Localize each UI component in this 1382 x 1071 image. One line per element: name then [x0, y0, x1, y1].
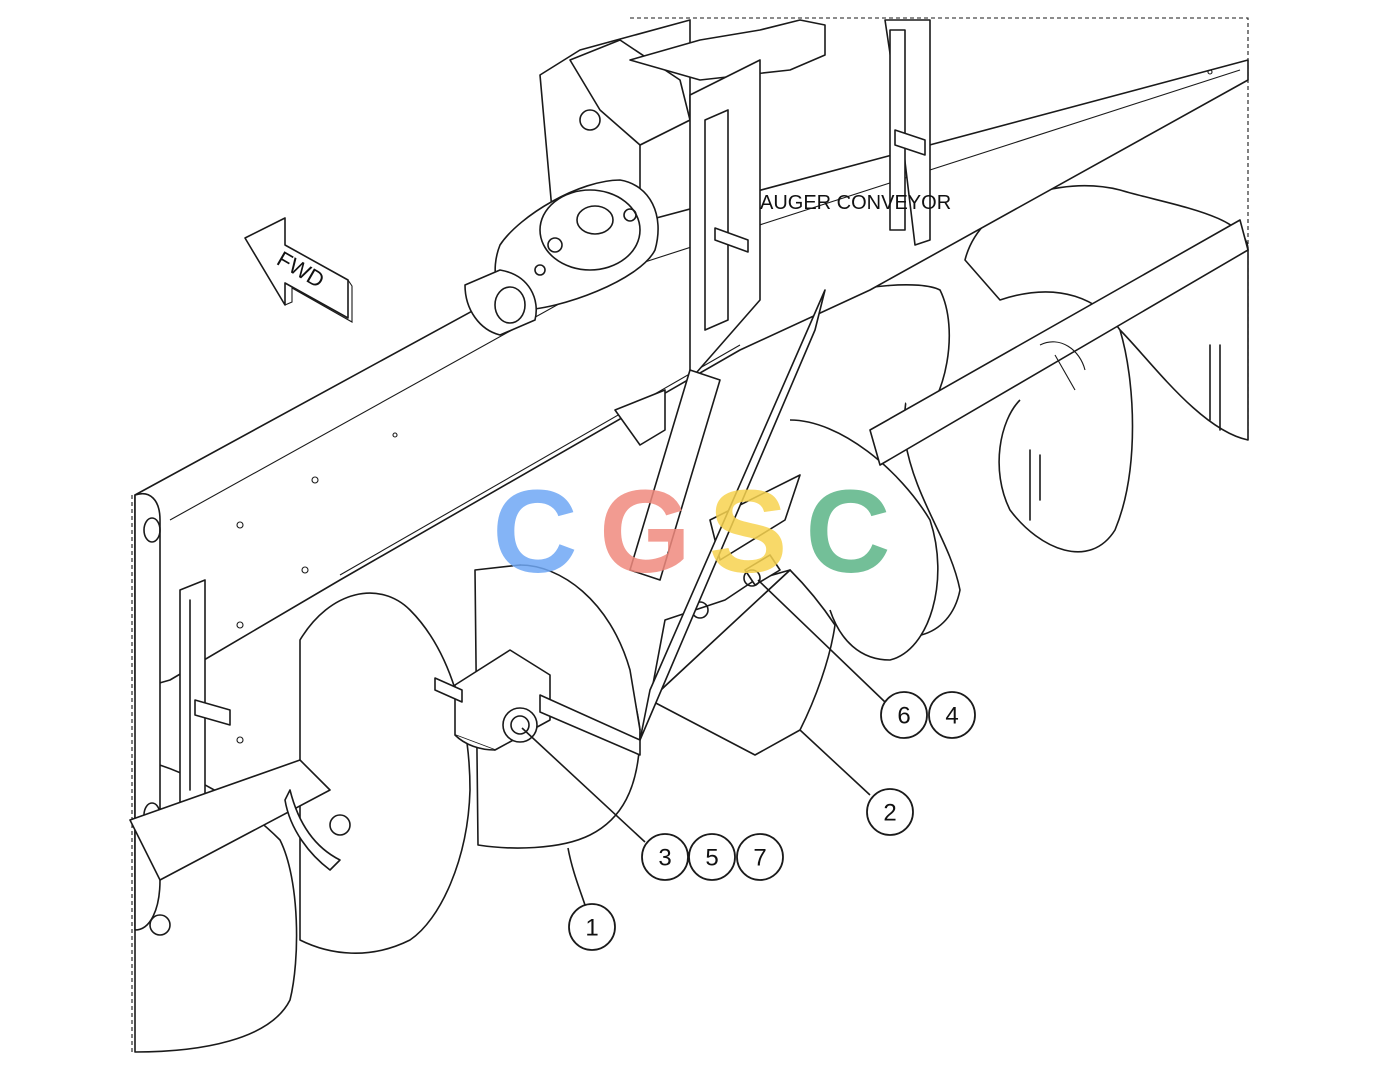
callout-4: 4	[928, 691, 976, 739]
callout-3-label: 3	[658, 845, 671, 872]
callout-1-label: 1	[585, 915, 598, 942]
callout-5-label: 5	[705, 845, 718, 872]
callout-4-label: 4	[945, 703, 958, 730]
callout-1: 1	[568, 903, 616, 951]
watermark-letter-c1: C	[492, 466, 577, 598]
auger-flights	[134, 184, 1249, 1053]
forward-direction-arrow: FWD	[244, 217, 353, 323]
auger-conveyor-label: AUGER CONVEYOR	[760, 192, 951, 214]
callout-3: 3	[641, 833, 689, 881]
callout-6-label: 6	[897, 703, 910, 730]
watermark-letter-c2: C	[805, 466, 890, 598]
leader-lines	[521, 579, 886, 906]
wear-plate-part-2	[629, 289, 836, 756]
callout-7: 7	[736, 833, 784, 881]
callout-2: 2	[866, 788, 914, 836]
callout-6: 6	[880, 691, 928, 739]
drive-mount	[464, 19, 931, 446]
callout-7-label: 7	[753, 845, 766, 872]
cgsc-watermark: C G S C	[492, 466, 890, 598]
callout-5: 5	[688, 833, 736, 881]
watermark-letter-g: G	[599, 466, 691, 598]
bearing-plate-part-1	[434, 564, 641, 849]
watermark-letter-s: S	[709, 466, 788, 598]
callout-2-label: 2	[883, 800, 896, 827]
